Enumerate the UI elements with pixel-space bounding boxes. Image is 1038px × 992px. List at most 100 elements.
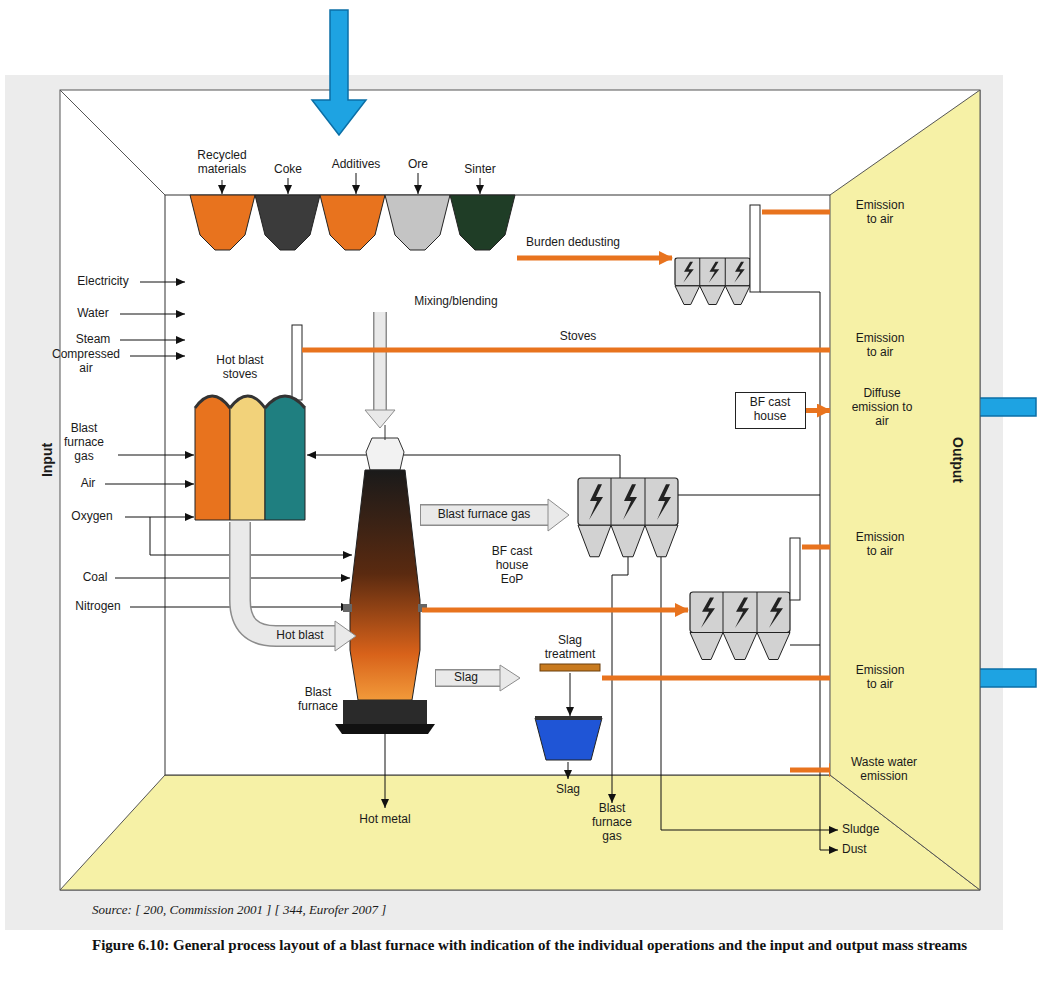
feed-arrows-part	[120, 314, 185, 315]
figure-background-part	[165, 195, 830, 775]
flow-label: Slag	[452, 671, 480, 685]
figure-background-part	[60, 90, 165, 195]
flow-label: Blast furnace gas	[436, 508, 533, 522]
feed-arrows-part	[760, 292, 838, 850]
feed-arrows-part	[356, 173, 357, 194]
gray-flow-arrows-part	[421, 506, 550, 525]
hot-blast-stoves-part	[265, 396, 305, 520]
side-title: Input	[39, 443, 55, 477]
feed-arrows-part	[118, 455, 194, 456]
stream-label: Coal	[83, 571, 108, 585]
blast-furnace-part	[335, 724, 435, 734]
feed-arrows-part	[120, 340, 185, 341]
stream-label: Emission to air	[849, 664, 911, 692]
feed-arrows-part	[661, 557, 838, 830]
gray-flow-arrows-part	[240, 522, 336, 636]
hot-blast-stoves-part	[195, 396, 230, 408]
connecting-lines-part	[790, 645, 820, 646]
emission-arrows-part	[602, 676, 845, 681]
electrostatic-precipitators-part	[690, 592, 790, 660]
feed-arrows-part	[570, 673, 571, 716]
blast-furnace	[335, 425, 435, 734]
emission-arrow	[806, 408, 830, 413]
hot-blast-stoves-part	[230, 396, 265, 408]
gray-flow-arrows-part	[335, 621, 356, 651]
stream-label: Oxygen	[71, 510, 112, 524]
stream-label: Coke	[274, 163, 302, 177]
slag-treatment-part	[540, 664, 600, 671]
stream-label: Mixing/blending	[414, 295, 497, 309]
feed-arrows-part	[222, 180, 223, 194]
gray-flow-arrows-part	[373, 312, 387, 411]
stream-label: Burden dedusting	[526, 236, 620, 250]
stream-label: Emission to air	[849, 199, 911, 227]
emission-arrows-part	[517, 256, 672, 261]
stream-label: BF cast house EoP	[487, 545, 537, 586]
stream-label: Blast furnace	[292, 686, 344, 714]
stream-label: Steam	[76, 333, 111, 347]
hot-blast-stoves-part	[230, 396, 265, 520]
hot-blast-stoves	[195, 325, 305, 520]
gray-flow-arrows-part	[375, 312, 386, 412]
feed-arrows-part	[418, 173, 419, 194]
emission-arrows-part	[302, 348, 845, 353]
raw-material-bunkers-part	[190, 195, 255, 250]
stream-label: Air	[81, 477, 96, 491]
emission-arrows-part	[422, 608, 688, 613]
raw-material-bunkers-part	[320, 195, 385, 250]
blast-furnace-part	[343, 604, 352, 612]
stream-label: Slag treatment	[540, 634, 600, 662]
panel-title: Output	[950, 437, 966, 483]
source-note: Source: [ 200, Commission 2001 ] [ 344, …	[92, 903, 386, 918]
hot-blast-stoves-part	[195, 396, 230, 520]
figure-caption: Figure 6.10: General process layout of a…	[92, 936, 992, 954]
feed-arrows-part	[385, 732, 386, 808]
feed-arrows-part	[288, 178, 289, 194]
feed-arrows-part	[307, 455, 620, 478]
feed-arrows-part	[140, 282, 185, 283]
raw-material-bunkers	[190, 195, 515, 250]
stream-label: Dust	[842, 843, 867, 857]
stream-label: Sinter	[464, 163, 495, 177]
gray-flow-arrows-part	[365, 410, 395, 428]
stream-label: Emission to air	[849, 332, 911, 360]
electrostatic-precipitators-part	[675, 258, 750, 305]
stream-label: Ore	[408, 158, 428, 172]
stream-label: Slag	[556, 783, 580, 797]
blast-furnace-part	[343, 700, 427, 724]
blast-furnace-part	[366, 438, 404, 470]
stream-label: Electricity	[77, 275, 128, 289]
gray-flow-arrows-part	[500, 665, 520, 691]
stream-label: Hot blast stoves	[209, 354, 271, 382]
stream-label: Nitrogen	[75, 600, 120, 614]
emission-arrows	[302, 212, 845, 770]
gray-flow-arrows-part	[420, 504, 549, 526]
slag-treatment-part	[535, 718, 602, 760]
hot-blast-stoves-part	[265, 396, 305, 408]
stream-label: Diffuse emission to air	[851, 387, 913, 428]
stream-label: Hot metal	[359, 813, 410, 827]
gray-flow-arrows-part	[240, 521, 337, 636]
stream-label: Stoves	[560, 330, 597, 344]
cast-house-box: BF cast house	[735, 392, 806, 429]
gray-flow-arrows	[240, 312, 569, 691]
gray-flow-arrows-part	[436, 671, 502, 686]
gray-flow-arrows-part	[435, 669, 501, 687]
highlight-arrow-part	[312, 10, 366, 135]
figure-background-part	[60, 775, 980, 890]
connecting-lines-part	[678, 495, 820, 496]
blast-furnace-part	[350, 470, 420, 700]
hot-blast-stoves-part	[292, 325, 302, 400]
feed-arrows-part	[480, 178, 481, 194]
raw-material-bunkers-part	[385, 195, 450, 250]
stream-label: Compressed air	[49, 348, 124, 376]
electrostatic-precipitators	[578, 205, 800, 660]
feed-arrows-part	[105, 484, 194, 485]
raw-material-bunkers-part	[255, 195, 320, 250]
stream-label: Emission to air	[849, 531, 911, 559]
box-label: BF cast house	[741, 396, 799, 424]
stream-label: Water	[77, 307, 109, 321]
stream-label: Waste water emission	[844, 756, 924, 784]
